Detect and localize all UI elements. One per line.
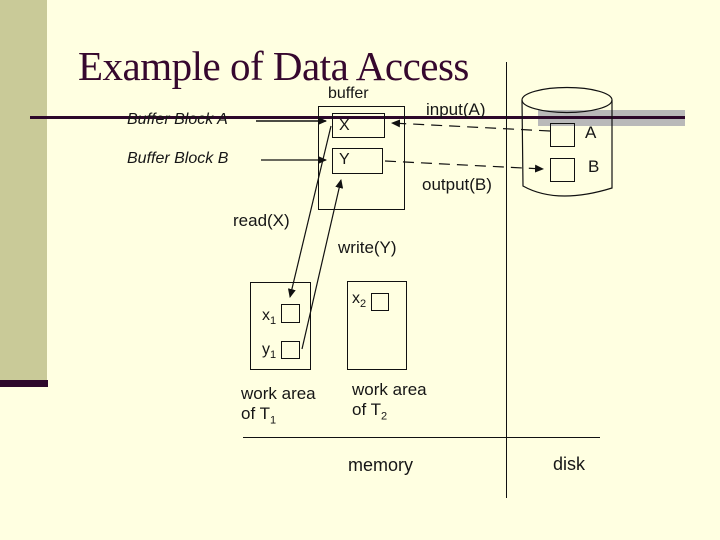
var-x2-label: x2 <box>352 290 367 311</box>
input-a-arrow <box>391 119 551 132</box>
disk-cylinder-shape <box>521 86 613 197</box>
page-x-label: X <box>339 117 350 134</box>
work-area-t2-line1: work area <box>352 380 427 399</box>
disk-block-b-cell <box>550 158 575 182</box>
var-y1-cell <box>281 341 300 359</box>
sidebar-olive-bar <box>0 0 47 380</box>
var-x1-sub: 1 <box>270 315 277 328</box>
sidebar-accent-bar <box>0 380 48 387</box>
var-y1-base: y <box>262 341 270 358</box>
var-x1-label: x1 <box>262 307 277 328</box>
buffer-block-b-label: Buffer Block B <box>127 150 229 167</box>
disk-block-b-label: B <box>588 157 600 176</box>
memory-disk-divider-line <box>506 62 507 498</box>
work-area-t2-line2: of T <box>352 400 381 419</box>
work-area-t2-sub: 2 <box>380 410 388 423</box>
var-x2-base: x <box>352 290 360 307</box>
disk-block-a-cell <box>550 123 575 147</box>
work-area-t2-label: work area of T2 <box>352 380 447 423</box>
disk-block-a-label: A <box>585 123 597 142</box>
var-x1-base: x <box>262 307 270 324</box>
page-y-label: Y <box>339 151 350 168</box>
work-area-t1-box <box>250 282 311 370</box>
input-a-label: input(A) <box>426 100 486 119</box>
var-x1-cell <box>281 304 300 323</box>
read-x-label: read(X) <box>233 211 290 230</box>
work-area-t1-line2: of T <box>241 404 270 423</box>
buffer-block-a-label: Buffer Block A <box>127 111 228 128</box>
write-y-label: write(Y) <box>338 238 397 257</box>
template-divider-line <box>30 116 685 119</box>
work-area-t1-line1: work area <box>241 384 316 403</box>
var-x2-sub: 2 <box>360 298 367 311</box>
output-b-label: output(B) <box>422 175 492 194</box>
var-x2-cell <box>371 293 389 311</box>
work-area-t2-box <box>347 281 407 370</box>
buffer-page-x-box <box>332 113 385 138</box>
output-b-arrow <box>384 160 544 173</box>
buffer-page-y-box <box>332 148 383 174</box>
disk-label: disk <box>553 454 586 474</box>
memory-label: memory <box>348 455 414 475</box>
read-x-arrow <box>287 125 332 298</box>
work-area-t1-sub: 1 <box>269 414 277 427</box>
memory-underline <box>243 437 600 438</box>
work-area-t1-label: work area of T1 <box>241 384 336 427</box>
var-y1-sub: 1 <box>270 349 277 362</box>
slide-title: Example of Data Access <box>78 43 469 89</box>
buffer-label: buffer <box>328 85 369 102</box>
buffer-pool-box <box>318 106 405 210</box>
var-y1-label: y1 <box>262 341 277 362</box>
write-y-arrow <box>301 179 344 350</box>
